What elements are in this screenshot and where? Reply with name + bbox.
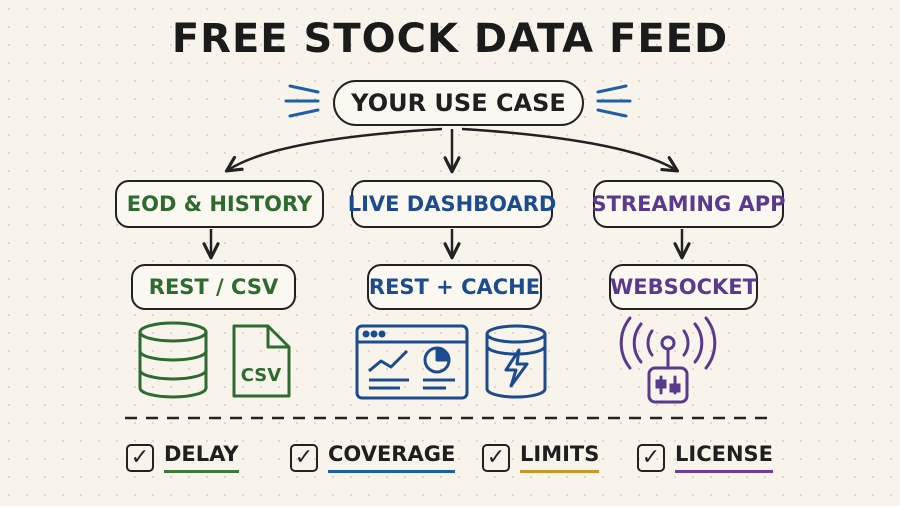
checklist-label-delay: DELAY bbox=[164, 442, 239, 473]
page-title: FREE STOCK DATA FEED bbox=[171, 16, 729, 62]
checklist-label-coverage: COVERAGE bbox=[328, 442, 456, 473]
emphasis-marks-left bbox=[284, 84, 320, 118]
eod-history-box: EOD & HISTORY bbox=[115, 180, 324, 228]
rest-cache-box: REST + CACHE bbox=[367, 264, 542, 310]
websocket-box: WEBSOCKET bbox=[609, 264, 758, 310]
live-dashboard-box: LIVE DASHBOARD bbox=[348, 180, 556, 228]
csv-file-icon-text: CSV bbox=[241, 365, 282, 386]
arrow-root-to-streaming bbox=[461, 127, 680, 173]
checkbox-checked-icon: ✓ bbox=[637, 443, 665, 472]
checklist-label-limits: LIMITS bbox=[520, 442, 600, 473]
checklist-item-coverage: ✓ COVERAGE bbox=[290, 442, 456, 473]
checklist-item-license: ✓ LICENSE bbox=[637, 442, 773, 473]
csv-file-icon: CSV bbox=[232, 324, 291, 398]
checkbox-checked-icon: ✓ bbox=[290, 443, 318, 472]
checklist-item-limits: ✓ LIMITS bbox=[482, 442, 600, 473]
rest-csv-box: REST / CSV bbox=[131, 264, 296, 310]
checkbox-checked-icon: ✓ bbox=[126, 443, 154, 472]
checkbox-checked-icon: ✓ bbox=[482, 443, 510, 472]
fast-cache-database-icon bbox=[485, 324, 547, 399]
checklist-label-license: LICENSE bbox=[675, 442, 773, 473]
emphasis-marks-right bbox=[596, 84, 632, 118]
arrow-root-to-eod bbox=[224, 127, 443, 173]
dashboard-window-icon bbox=[355, 324, 469, 400]
database-icon bbox=[138, 321, 208, 399]
use-case-root-box: YOUR USE CASE bbox=[333, 80, 584, 126]
streaming-app-box: STREAMING APP bbox=[591, 180, 786, 228]
checklist-item-delay: ✓ DELAY bbox=[126, 442, 239, 473]
broadcast-socket-icon bbox=[619, 316, 717, 404]
